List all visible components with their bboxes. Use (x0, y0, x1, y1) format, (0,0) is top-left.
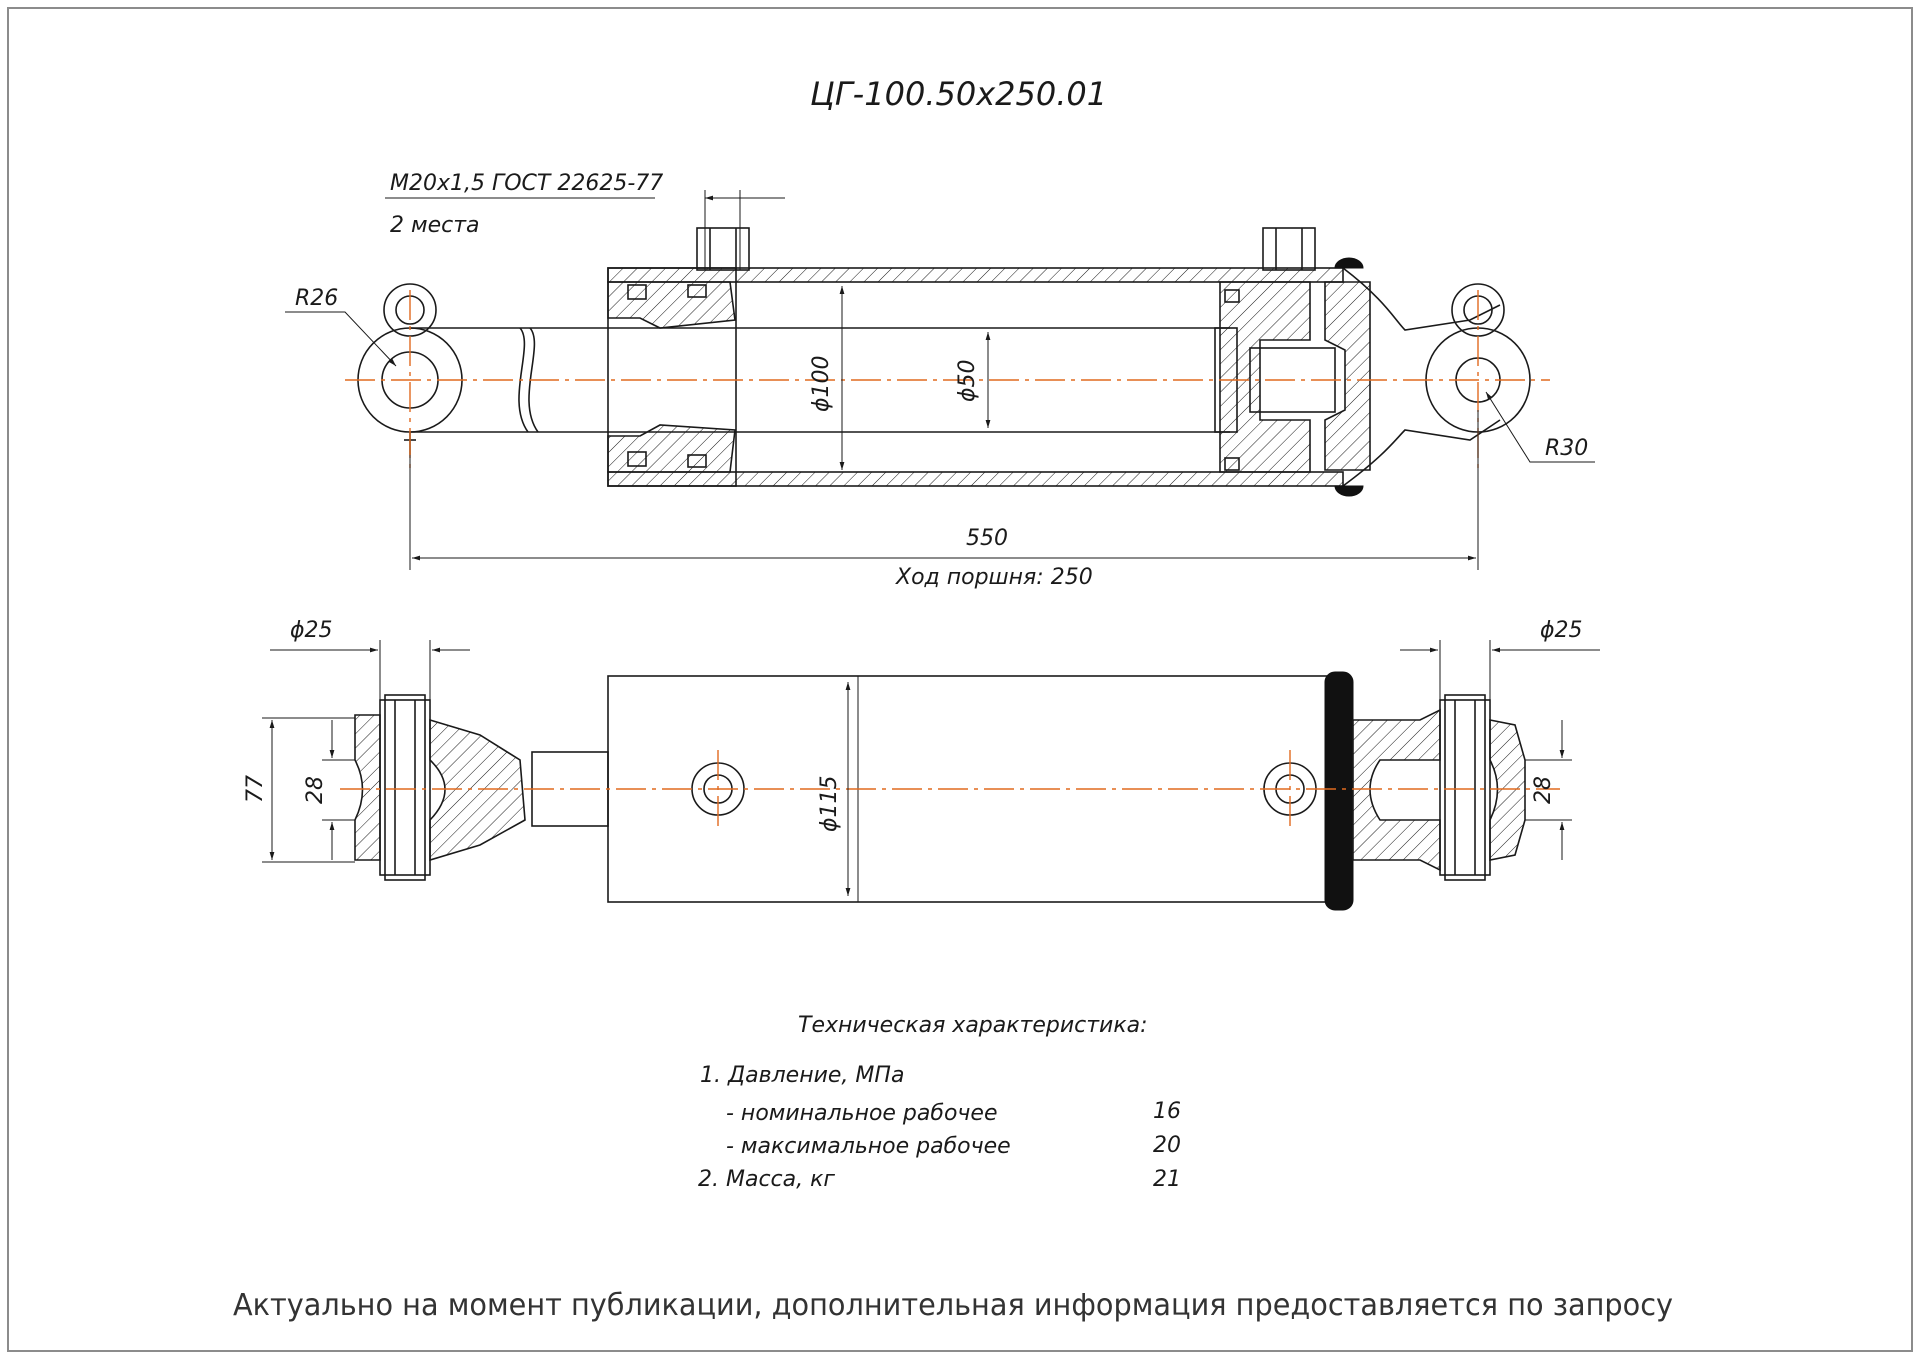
piston (1214, 281, 1336, 473)
top-view: M20x1,5 ГОСТ 22625-77 2 места (285, 171, 1595, 590)
rear-cap (1324, 257, 1501, 497)
weld-band (1324, 671, 1354, 911)
barrel-wall-top (607, 267, 1344, 283)
eye-slot-right-label: 28 (1531, 776, 1556, 804)
rod-eye-left (357, 283, 530, 455)
bottom-view: ϕ25 ϕ25 ϕ115 77 28 28 (243, 618, 1600, 911)
footer-note: Актуально на момент публикации, дополнит… (233, 1288, 1673, 1323)
barrel-wall-bottom (607, 471, 1344, 487)
spec-nominal-label: - номинальное рабочее (726, 1101, 997, 1126)
spec-max-value: 20 (1153, 1133, 1181, 1158)
thread-note-line1: M20x1,5 ГОСТ 22625-77 (390, 171, 663, 196)
spec-mass-value: 21 (1153, 1167, 1181, 1192)
radius-left-label: R26 (295, 286, 338, 311)
spec-max-label: - максимальное рабочее (726, 1134, 1011, 1159)
thread-note-line2: 2 места (390, 213, 480, 238)
eye-width-label: 77 (243, 775, 268, 803)
port-right (1262, 227, 1316, 271)
body-diameter-label: ϕ115 (817, 775, 842, 832)
spec-nominal-value: 16 (1153, 1099, 1181, 1124)
eye-slot-left-label: 28 (303, 776, 328, 804)
gland (607, 267, 737, 487)
rod-diameter-label: ϕ50 (955, 359, 980, 402)
spec-heading: Техническая характеристика: (798, 1013, 1148, 1038)
stroke-label: Ход поршня: 250 (895, 565, 1093, 590)
clevis-right (1352, 694, 1526, 881)
sheet-frame (7, 7, 1913, 1352)
radius-right-label: R30 (1545, 436, 1588, 461)
spec-mass-label: 2. Масса, кг (698, 1167, 835, 1192)
piston-rod (518, 327, 1230, 433)
length-label: 550 (966, 526, 1008, 551)
spec-block: Техническая характеристика: 1. Давление,… (698, 1013, 1181, 1192)
pin-right-label: ϕ25 (1540, 618, 1583, 643)
pin-left-label: ϕ25 (290, 618, 333, 643)
drawing-title: ЦГ-100.50х250.01 (810, 75, 1107, 113)
clevis-left (354, 694, 526, 881)
bore-diameter-label: ϕ100 (809, 355, 834, 412)
spec-pressure: 1. Давление, МПа (700, 1063, 904, 1088)
